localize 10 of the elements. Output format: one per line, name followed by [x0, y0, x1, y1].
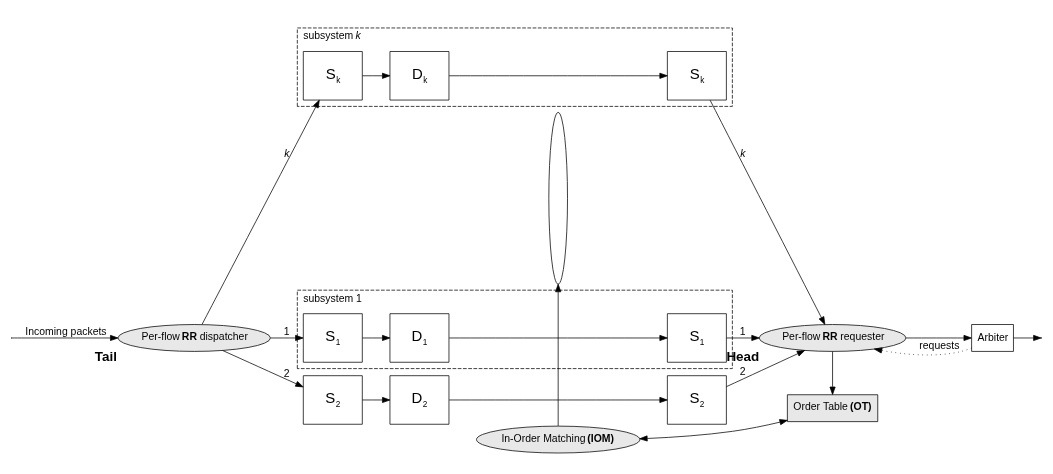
edge-label: requests [919, 339, 960, 351]
node-label: Head [726, 348, 760, 364]
node-label: Tail [94, 348, 117, 364]
edge-label: k [740, 147, 746, 159]
edge-label: k [284, 147, 290, 159]
edge-label: 1 [283, 325, 290, 337]
edge-label: 2 [283, 367, 290, 379]
edge-label: 2 [739, 365, 746, 377]
edge-label: Incoming packets [25, 325, 107, 337]
edge-label: 1 [739, 325, 746, 337]
